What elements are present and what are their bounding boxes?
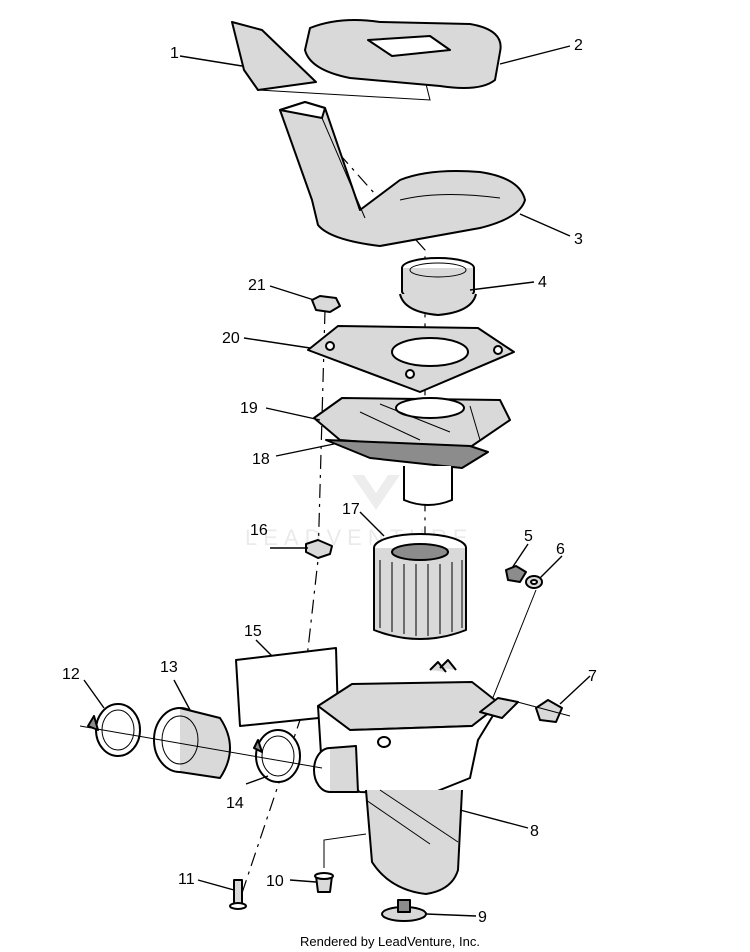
callout-14: 14 — [226, 795, 244, 812]
part-17-filter-element — [373, 533, 467, 640]
part-9-drain-valve — [381, 899, 427, 922]
part-20-top-plate — [307, 325, 515, 393]
part-14-clamp — [253, 729, 301, 783]
callout-7: 7 — [588, 668, 597, 685]
part-19-filter-cover — [313, 397, 511, 451]
airbox-outlet-tube — [313, 745, 359, 793]
callout-1: 1 — [170, 45, 179, 62]
bolt-axis — [237, 309, 326, 906]
footer-credit: Rendered by LeadVenture, Inc. — [300, 934, 480, 949]
part-3-intake-cover — [279, 101, 526, 247]
leader-lines — [83, 45, 591, 917]
part-2-foam-gasket — [304, 19, 502, 89]
part-5-bolt — [505, 565, 527, 583]
part-8-airbox — [317, 659, 519, 895]
callout-2: 2 — [574, 37, 583, 54]
part-16-nut — [305, 539, 333, 559]
callout-labels: 1 2 3 4 5 6 7 8 9 10 11 12 13 14 15 16 1… — [62, 37, 597, 926]
callout-15: 15 — [244, 623, 262, 640]
callout-5: 5 — [524, 528, 533, 545]
part-4-boot — [399, 257, 477, 316]
part-10-bolt — [314, 872, 334, 893]
callout-20: 20 — [222, 330, 240, 347]
clamp-axis — [79, 725, 323, 769]
callout-16: 16 — [250, 522, 268, 539]
bolt-10-axis — [323, 833, 367, 868]
callout-3: 3 — [574, 231, 583, 248]
part-1-seal — [231, 21, 431, 101]
callout-12: 12 — [62, 666, 80, 683]
callout-19: 19 — [240, 400, 258, 417]
part-21-wing-nut — [311, 295, 341, 313]
callout-8: 8 — [530, 823, 539, 840]
callout-4: 4 — [538, 274, 547, 291]
callout-10: 10 — [266, 873, 284, 890]
part-6-washer — [525, 575, 543, 589]
callout-6: 6 — [556, 541, 565, 558]
clip-axis — [509, 699, 571, 717]
callout-21: 21 — [248, 277, 266, 294]
part-18-gasket — [325, 439, 489, 469]
callout-13: 13 — [160, 659, 178, 676]
callout-17: 17 — [342, 501, 360, 518]
part-7-clip-nut — [535, 699, 563, 723]
callout-18: 18 — [252, 451, 270, 468]
cover-spigot — [403, 466, 453, 506]
callout-9: 9 — [478, 909, 487, 926]
callout-11: 11 — [178, 871, 195, 888]
part-12-clamp — [87, 703, 141, 757]
part-13-intake-boot — [153, 707, 231, 779]
part-11-screw — [229, 879, 247, 910]
